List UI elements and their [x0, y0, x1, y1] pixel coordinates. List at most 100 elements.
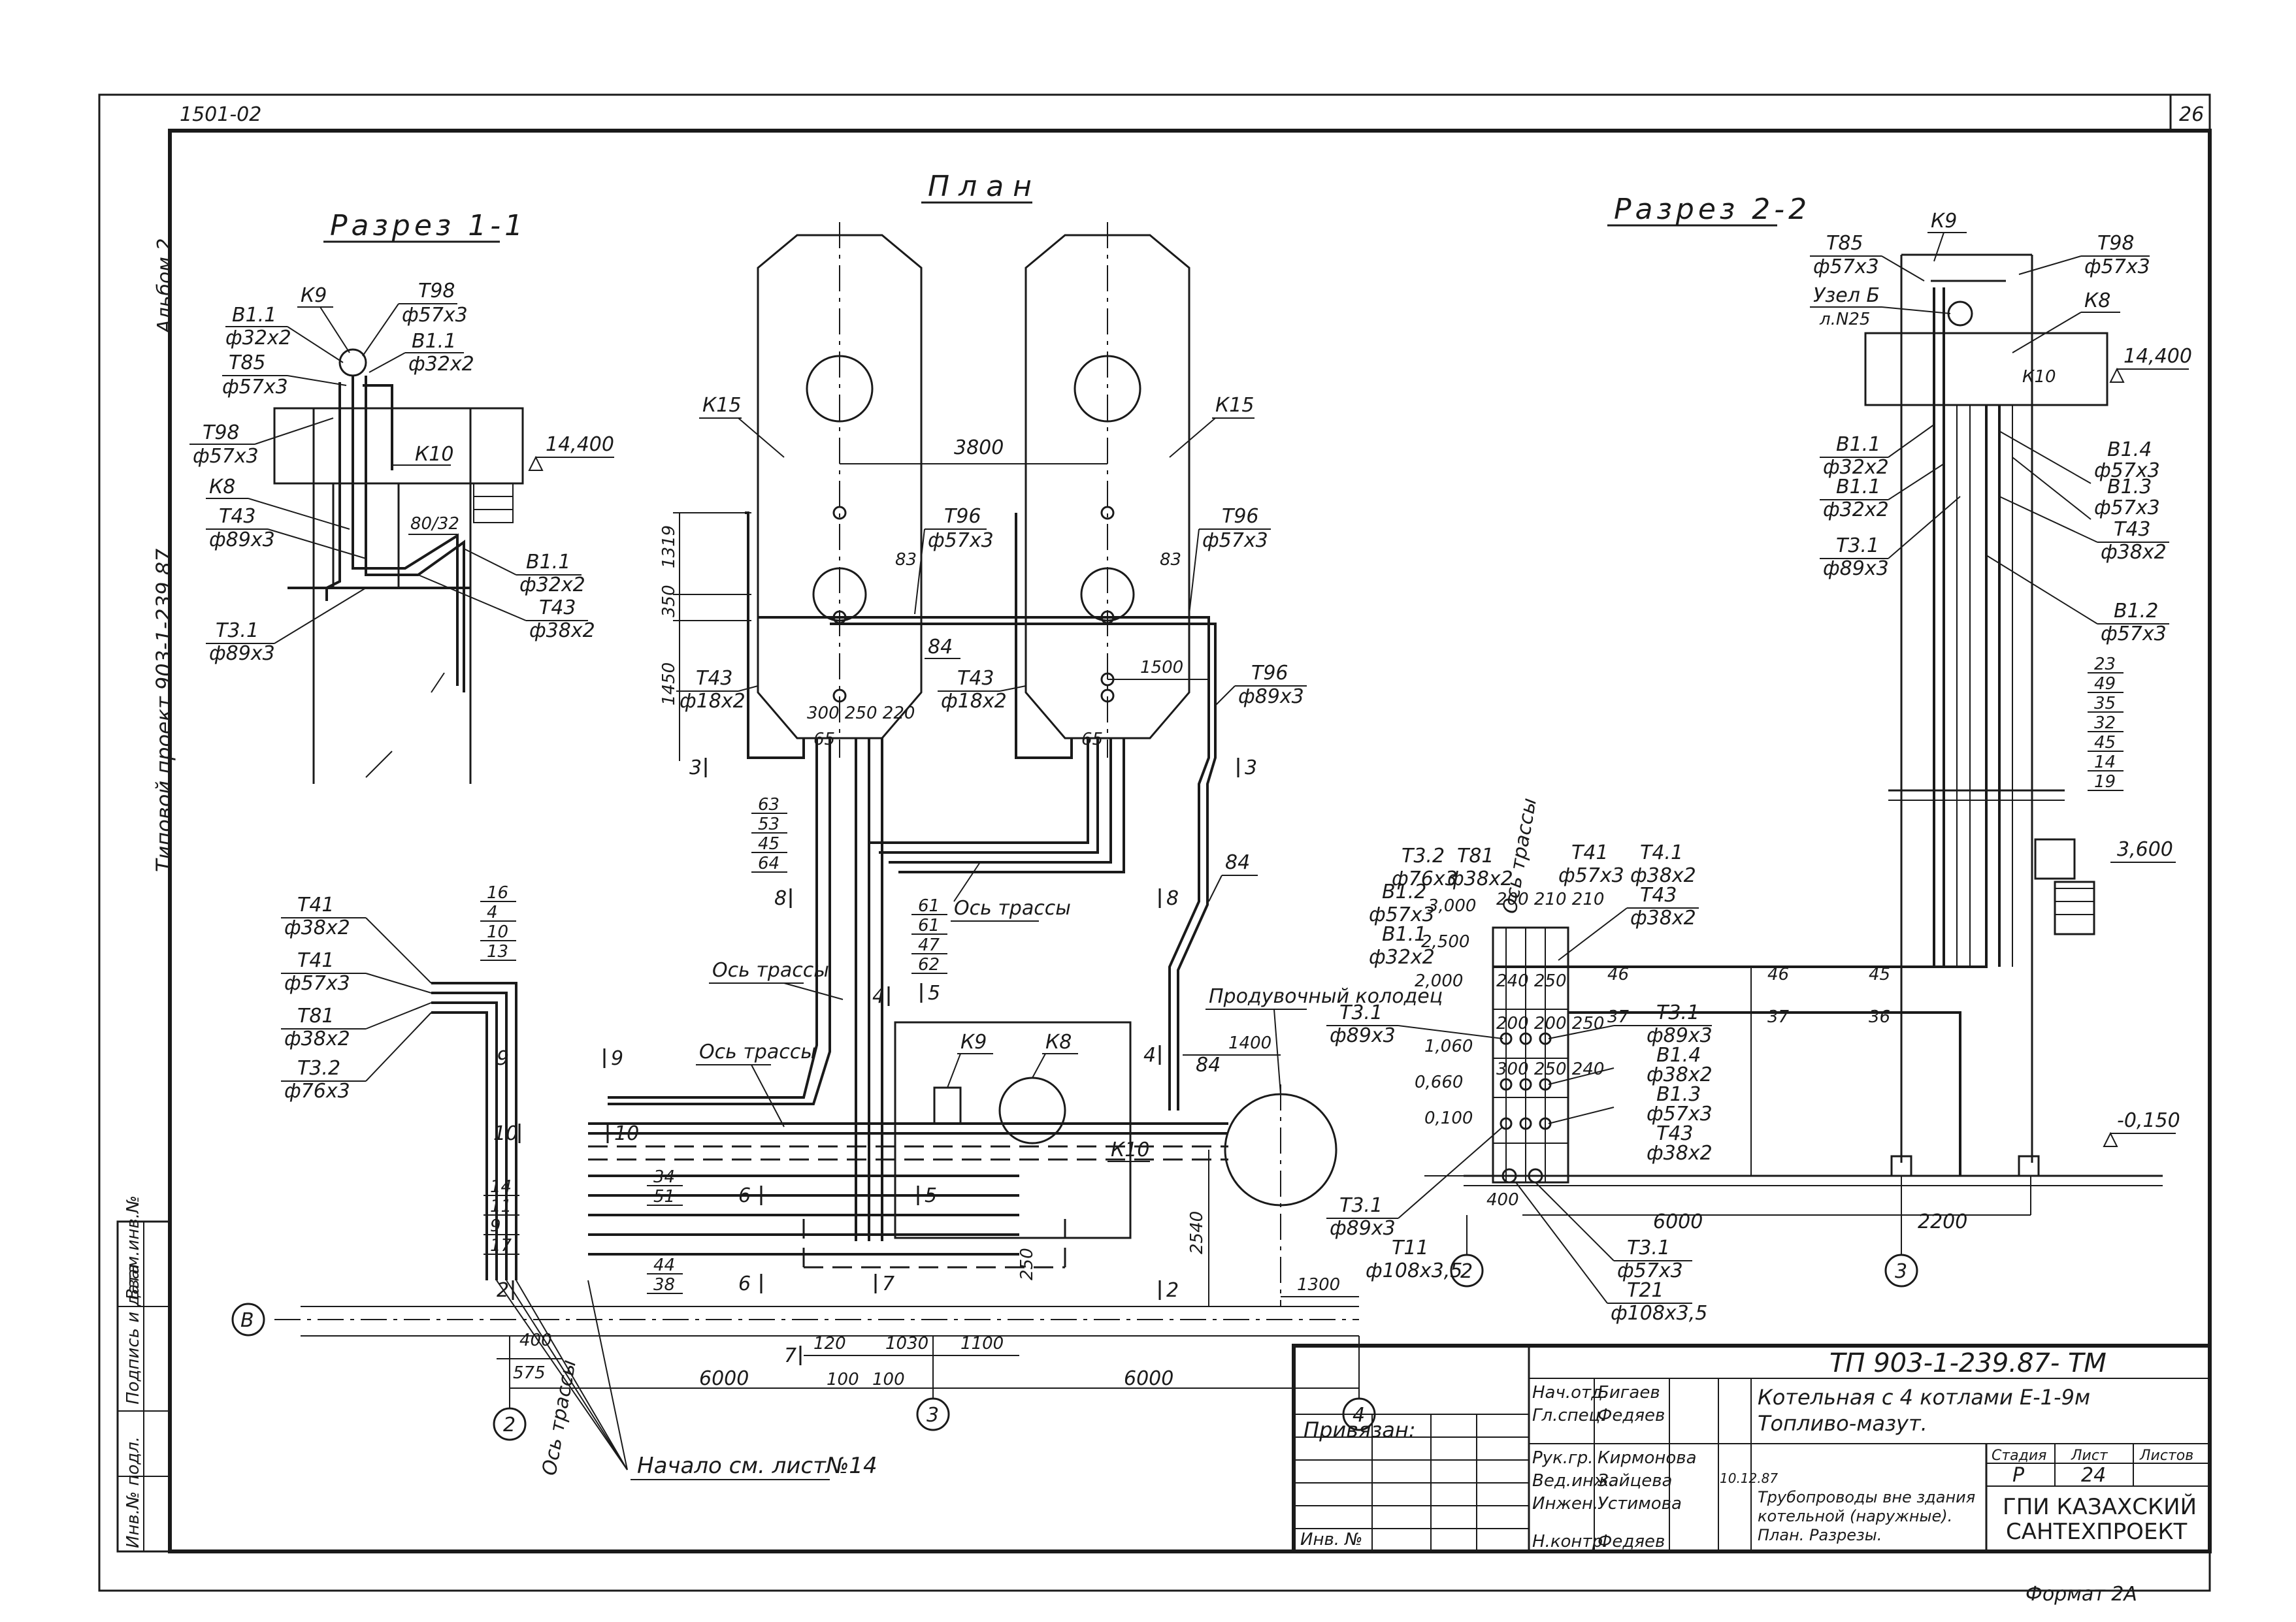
tb-inv: Инв. № — [1300, 1530, 1362, 1549]
dim-1400: 1400 — [1228, 1033, 1271, 1053]
sheet-frame — [98, 93, 2212, 1592]
n37a: 37 — [1607, 1007, 1630, 1027]
mid-axis-2: 2 — [1460, 1260, 1473, 1283]
s22-b13-size: ф57х3 — [2094, 496, 2160, 519]
mid-elev-2000: 2,000 — [1415, 971, 1463, 991]
tb-stage-header: Стадия — [1992, 1448, 2046, 1464]
s22-node-ref: л.N25 — [1819, 310, 1870, 329]
group-c-3: 13 — [487, 942, 508, 962]
group-a-0: 63 — [758, 795, 779, 815]
n37b: 37 — [1767, 1007, 1790, 1027]
mid-elev-0100: 0,100 — [1424, 1109, 1473, 1128]
format-label: Формат 2А — [2025, 1583, 2137, 1606]
dim-575: 575 — [513, 1363, 546, 1383]
mid-b12-code: В1.2 — [1382, 881, 1426, 903]
tb-name-5: Федяев — [1598, 1532, 1665, 1551]
mid-row-dims3: 300 250 240 — [1496, 1060, 1604, 1079]
s22-k10-code: К10 — [2022, 367, 2056, 387]
dim-250: 250 — [1017, 1248, 1037, 1280]
mid-elev-0660: 0,660 — [1415, 1073, 1463, 1092]
s11-reducer: 80/32 — [410, 514, 459, 534]
mid-t41b-code: Т4.1 — [1640, 841, 1683, 864]
section-1-1-title: Разрез 1-1 — [330, 209, 527, 242]
group-c-2: 10 — [487, 922, 508, 942]
label-84-upper: 84 — [928, 636, 953, 658]
s11-b11a-size: ф32х2 — [225, 327, 291, 349]
group-f-1: 38 — [653, 1275, 675, 1295]
group-d-1: 11 — [490, 1197, 512, 1216]
mid-t31b-size: ф89х3 — [1647, 1024, 1713, 1047]
sheet-number: 26 — [2179, 103, 2204, 126]
mid-top-dims: 200 210 210 — [1496, 890, 1604, 909]
s11-t98-size: ф57х3 — [402, 304, 468, 327]
tb-role-4: Инжен. — [1532, 1494, 1598, 1514]
tb-name-3: Зайцева — [1598, 1471, 1672, 1491]
s22-elev-m0150: -0,150 — [2117, 1109, 2180, 1132]
nozzle-65-left: 65 — [813, 730, 835, 749]
mid-t32-size: ф76х3 — [1392, 868, 1458, 890]
dim-2540: 2540 — [1187, 1211, 1207, 1254]
left-label-2-code: Т81 — [297, 1005, 335, 1028]
s22-t98-code: Т98 — [2097, 232, 2135, 255]
s22-b11b-code: В1.1 — [1836, 476, 1880, 498]
n46b: 46 — [1767, 965, 1789, 984]
mid-t31-code: Т3.1 — [1339, 1001, 1383, 1024]
sec-mark-5b: 5 — [925, 1184, 937, 1207]
axis-4: 4 — [1353, 1404, 1365, 1427]
n36: 36 — [1869, 1007, 1890, 1027]
t43-left-code: Т43 — [696, 667, 733, 690]
tb-doc-code: ТП 903-1-239.87- ТМ — [1829, 1348, 2107, 1378]
tb-sheet-header: Лист — [2071, 1448, 2108, 1464]
s11-b11b-size: ф32х2 — [408, 353, 474, 376]
plan-piping — [431, 511, 1337, 1306]
tank-2-code: К15 — [1215, 394, 1254, 417]
mid-t21-size: ф108х3,5 — [1611, 1302, 1707, 1325]
dim-1319: 1319 — [659, 525, 679, 568]
s11-b11c-size: ф32х2 — [519, 574, 585, 596]
sec-mark-7b: 7 — [784, 1344, 796, 1367]
s22-stack-6: 19 — [2094, 772, 2116, 792]
corner-code: 1501-02 — [180, 103, 261, 126]
mid-t31-size: ф89х3 — [1330, 1024, 1396, 1047]
t96b-code: Т96 — [1251, 662, 1288, 685]
tb-fuel: Топливо-мазут. — [1758, 1411, 1927, 1436]
s22-t85-size: ф57х3 — [1813, 255, 1879, 278]
mid-elev-2500: 2,500 — [1421, 932, 1469, 952]
group-f-0: 44 — [653, 1256, 675, 1275]
left-label-1-size: ф57х3 — [284, 972, 350, 995]
label-84-mid: 84 — [1225, 851, 1250, 874]
group-b-2: 47 — [918, 935, 940, 955]
sec-mark-3a: 3 — [689, 756, 702, 779]
s11-t43b-size: ф38х2 — [529, 619, 595, 642]
left-stamp — [116, 1220, 171, 1553]
left-label-1-code: Т41 — [297, 949, 335, 972]
dim-100a: 100 — [827, 1370, 859, 1389]
section-mid-drawing — [1424, 926, 2163, 1288]
group-b-0: 61 — [918, 896, 940, 916]
sec-mark-5a: 5 — [928, 982, 940, 1005]
t96-right-size: ф57х3 — [1202, 529, 1268, 552]
sec-mark-9b: 9 — [611, 1047, 623, 1070]
n45: 45 — [1869, 965, 1890, 984]
s22-elev-top: 14,400 — [2124, 345, 2192, 368]
t96-right-code: Т96 — [1222, 505, 1259, 528]
plan-tank-labels: К15 К15 3800 1319 350 1450 — [659, 394, 1255, 761]
s22-t98-size: ф57х3 — [2084, 255, 2150, 278]
tb-object-name: Котельная с 4 котлами Е-1-9м — [1758, 1385, 2090, 1410]
s22-stack-1: 49 — [2094, 674, 2116, 694]
purge-well-label: Продувочный колодец — [1209, 985, 1443, 1008]
sec-mark-6b: 6 — [738, 1273, 751, 1295]
s11-t43b-code: Т43 — [539, 596, 576, 619]
nozzle-dims-left: 300 250 220 — [807, 704, 915, 723]
s22-b14-size: ф57х3 — [2094, 459, 2160, 482]
section-2-2-title: Разрез 2-2 — [1614, 193, 1811, 226]
group-e-0: 34 — [653, 1167, 675, 1187]
mid-t31d-code: Т3.1 — [1627, 1237, 1670, 1259]
group-a-2: 45 — [758, 834, 779, 854]
section-mid-labels: Ось трассы Т3.2 ф76х3 Т81 ф38х2 Т41 ф57х… — [1326, 796, 1967, 1325]
s22-stack-2: 35 — [2094, 694, 2116, 713]
s11-k8-code: К8 — [209, 476, 235, 498]
t96-left-size: ф57х3 — [928, 529, 994, 552]
mid-t31c-code: Т3.1 — [1339, 1194, 1383, 1217]
axis-b: В — [240, 1309, 254, 1332]
